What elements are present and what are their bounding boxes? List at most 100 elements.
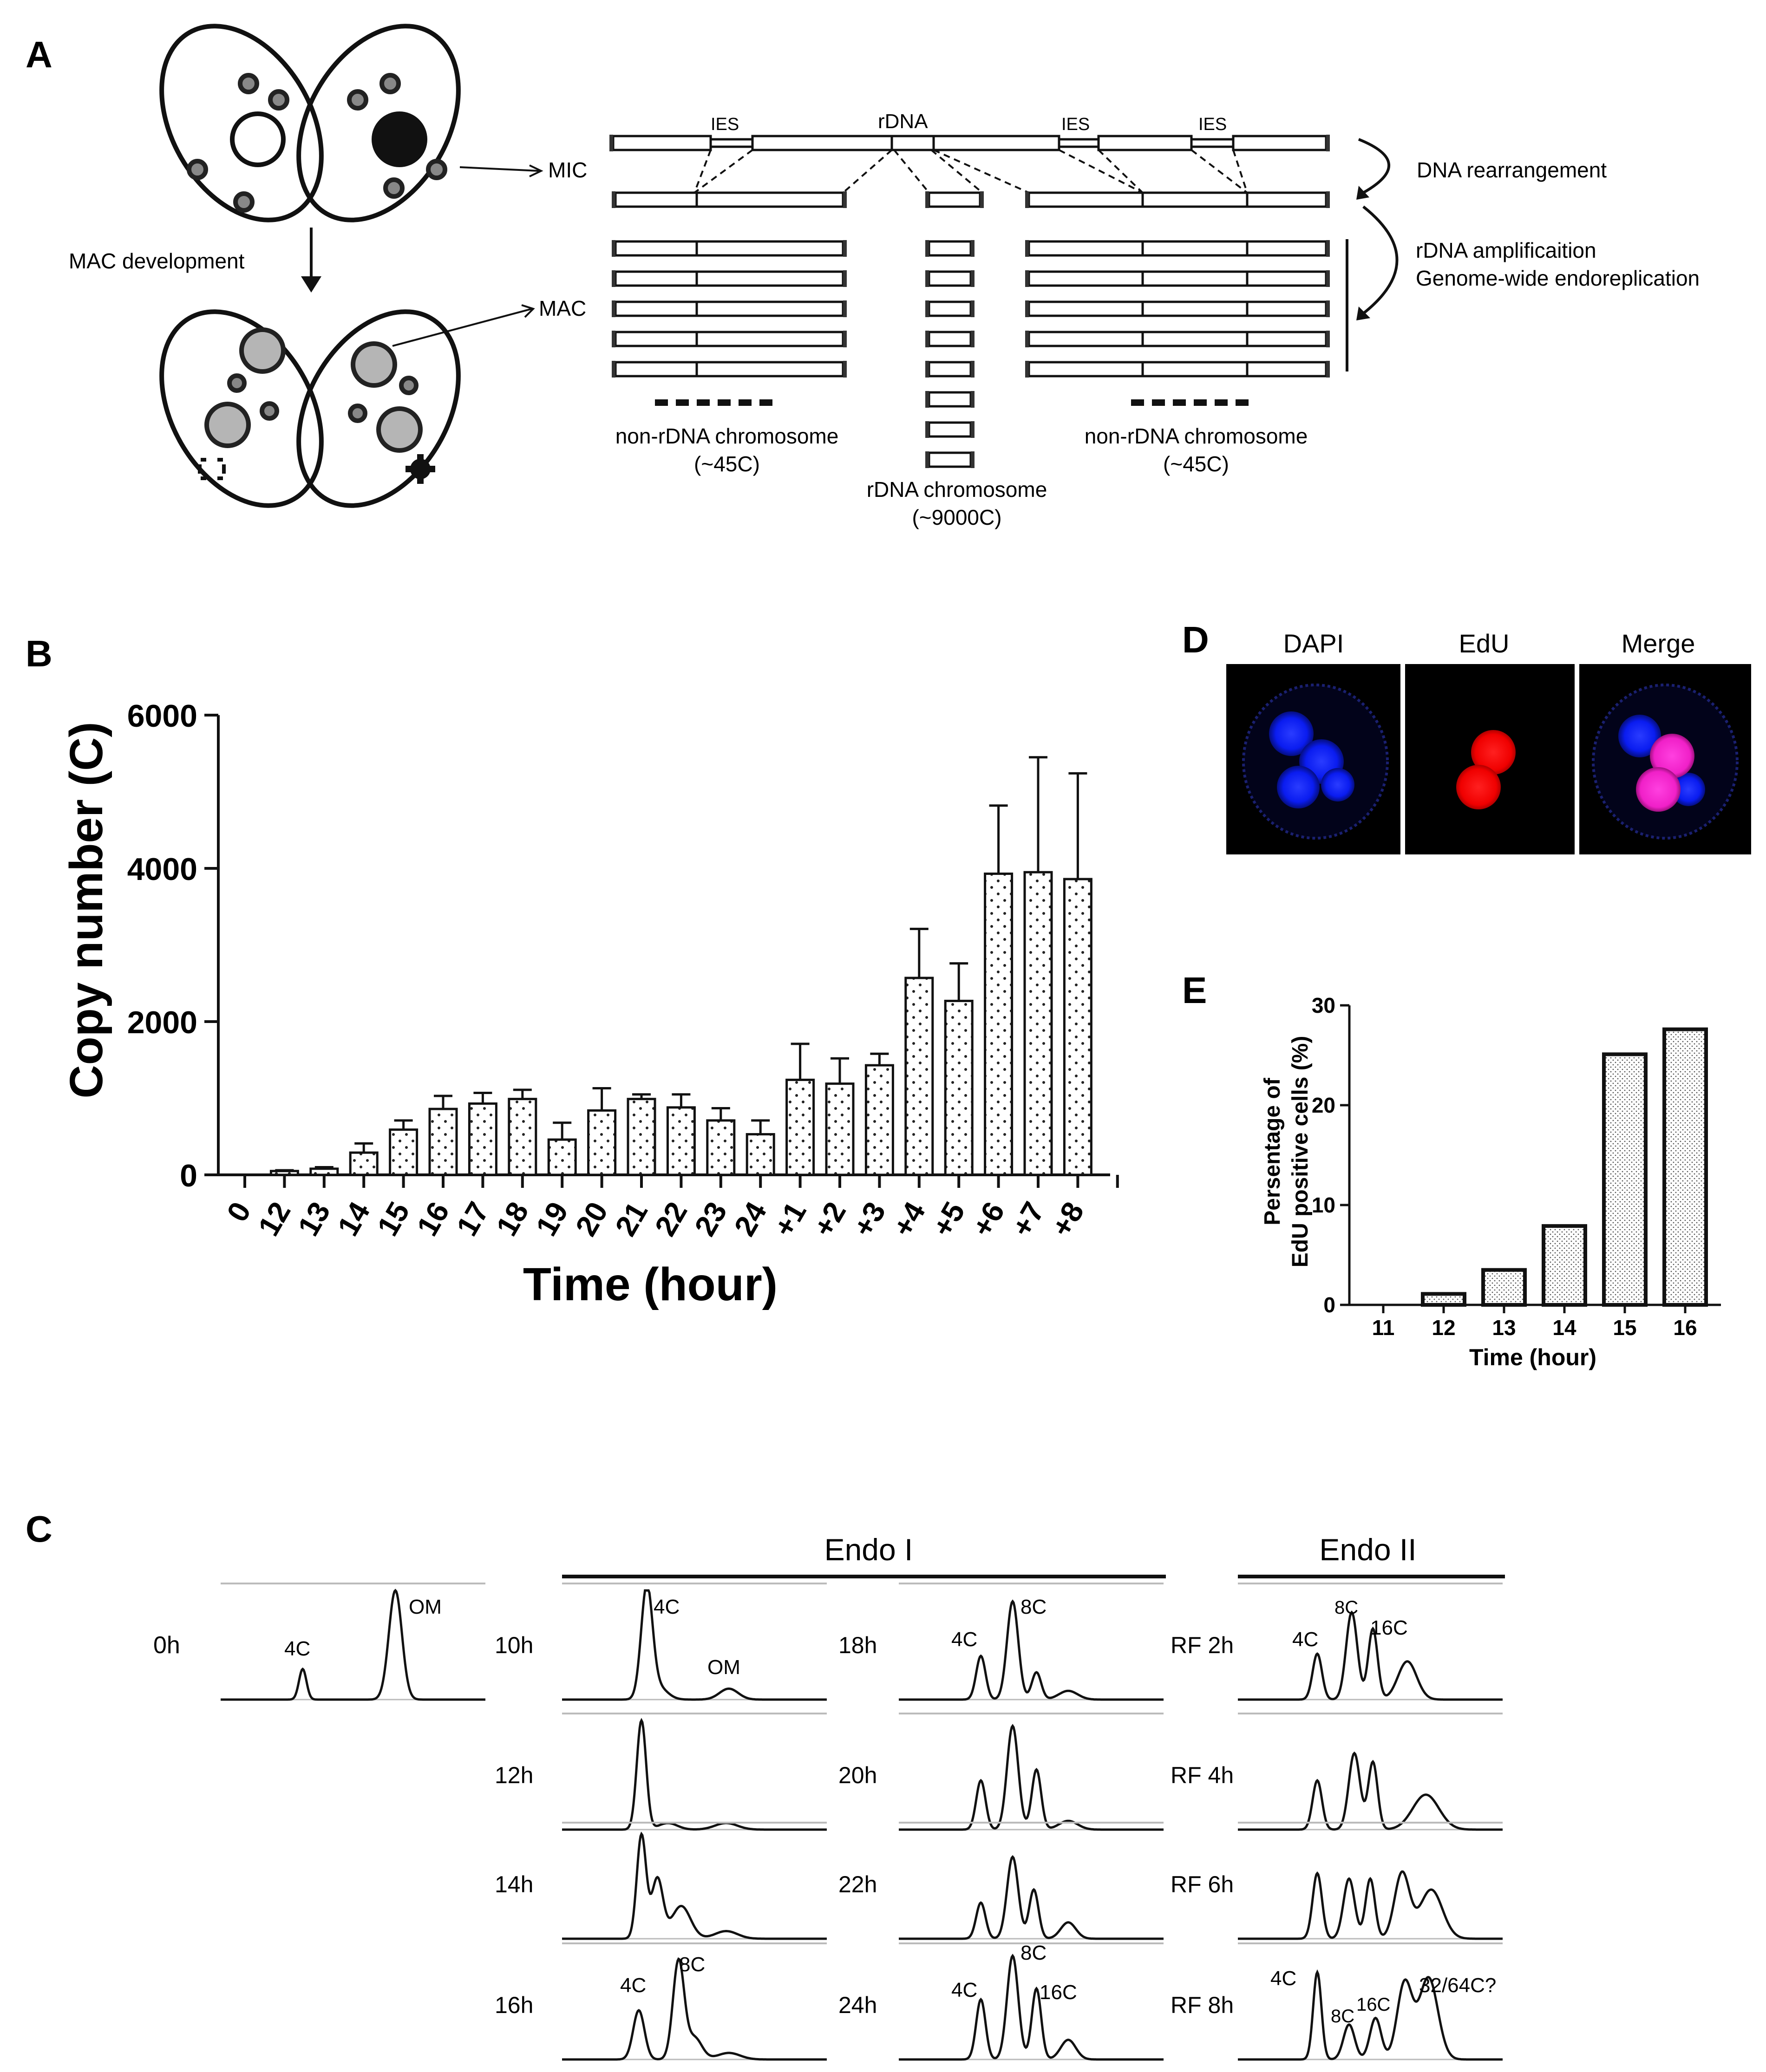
panel-d: D DAPI EdU Merge xyxy=(1182,619,1751,854)
histogram-0h xyxy=(221,1589,485,1701)
mac-nucleus-filled xyxy=(372,111,427,167)
edu-title: EdU xyxy=(1459,629,1510,658)
e-bar xyxy=(1481,1268,1527,1307)
mic-pointer xyxy=(459,166,539,172)
edu-image xyxy=(1400,664,1575,854)
ellipsis-dashes xyxy=(655,399,1249,406)
time-label-rf4: RF 4h xyxy=(1171,1762,1234,1788)
e-x-tick-label: 15 xyxy=(1613,1316,1636,1340)
non-rdna-label-left: non-rDNA chromosome xyxy=(615,424,839,448)
mac-pointer xyxy=(392,308,532,347)
rearrangement-connectors xyxy=(693,149,1248,194)
b-x-tick-label: +6 xyxy=(965,1196,1011,1242)
bottom-cell-pair xyxy=(159,309,461,508)
mac-label: MAC xyxy=(539,296,586,320)
b-bar xyxy=(508,1098,537,1176)
histogram-rf2 xyxy=(1238,1610,1503,1701)
histogram-t16 xyxy=(562,1957,827,2061)
panel-d-label: D xyxy=(1182,619,1209,660)
copy-45c-right: (~45C) xyxy=(1163,452,1229,476)
e-y-axis-title-line1: Persentage of xyxy=(1260,1077,1285,1225)
e-x-tick-label: 12 xyxy=(1432,1316,1455,1340)
peak-label-om: OM xyxy=(707,1656,740,1679)
panel-c-label: C xyxy=(26,1508,52,1550)
peak-label-8c: 8C xyxy=(1334,1597,1358,1618)
time-label-rf6: RF 6h xyxy=(1171,1871,1234,1897)
endo-2-label: Endo II xyxy=(1319,1532,1416,1567)
peak-label-4c: 4C xyxy=(1292,1628,1318,1651)
rdna-chromosome-label: rDNA chromosome xyxy=(867,477,1047,502)
dna-rearrangement-label: DNA rearrangement xyxy=(1417,158,1607,182)
time-label-t24: 24h xyxy=(838,1992,877,2018)
peak-label-8c: 8C xyxy=(1331,2006,1354,2026)
time-label-t10: 10h xyxy=(495,1632,533,1658)
time-label-t16: 16h xyxy=(495,1992,533,2018)
time-label-rf2: RF 2h xyxy=(1171,1632,1234,1658)
b-bar xyxy=(547,1138,577,1176)
e-bar xyxy=(1421,1292,1466,1307)
peak-label-32-64c: 32/64C? xyxy=(1419,1974,1496,1997)
b-bar xyxy=(944,999,974,1176)
merge-image xyxy=(1575,664,1751,854)
b-y-tick-label: 2000 xyxy=(127,1005,197,1040)
b-bar xyxy=(706,1119,736,1176)
cell-right xyxy=(296,24,461,222)
b-bar xyxy=(428,1108,458,1176)
peak-label-16c: 16C xyxy=(1040,1981,1077,2004)
degrading-nucleus-right xyxy=(406,454,435,484)
e-bar xyxy=(1602,1052,1648,1307)
mic-nuclei-top xyxy=(187,73,447,213)
time-label-t22: 22h xyxy=(838,1871,877,1897)
time-label-t18: 18h xyxy=(838,1632,877,1658)
e-x-tick-label: 13 xyxy=(1492,1316,1516,1340)
b-bar xyxy=(587,1109,617,1176)
rearrangement-arrow xyxy=(1358,138,1391,194)
non-rdna-label-right: non-rDNA chromosome xyxy=(1085,424,1308,448)
endoreplication-label: Genome-wide endoreplication xyxy=(1416,266,1700,290)
b-x-tick-label: 21 xyxy=(608,1196,654,1242)
b-bar xyxy=(666,1106,696,1176)
e-x-tick-label: 16 xyxy=(1673,1316,1697,1340)
mac-nucleus-open xyxy=(230,111,286,167)
histogram-t14 xyxy=(562,1831,827,1940)
b-x-axis-title: Time (hour) xyxy=(523,1258,778,1310)
b-x-tick-label: 18 xyxy=(490,1196,535,1242)
panel-a: A MIC MAC development xyxy=(26,24,1700,529)
e-y-tick-label: 30 xyxy=(1312,993,1335,1017)
ies-label-3: IES xyxy=(1198,115,1227,134)
top-cell-pair xyxy=(159,24,461,222)
b-x-tick-label: 20 xyxy=(569,1196,615,1242)
peak-label-4c: 4C xyxy=(1270,1967,1296,1990)
dapi-image xyxy=(1226,664,1400,854)
histogram-rf8 xyxy=(1238,1969,1503,2061)
b-x-tick-label: +1 xyxy=(767,1196,813,1242)
ies-label-1: IES xyxy=(711,115,739,134)
peak-label-om: OM xyxy=(409,1596,442,1618)
histogram-rf6 xyxy=(1238,1870,1503,1940)
b-x-tick-label: 22 xyxy=(648,1196,694,1242)
b-x-tick-label: 13 xyxy=(291,1196,337,1242)
mac-development-label: MAC development xyxy=(69,249,245,273)
time-label-0h: 0h xyxy=(153,1632,180,1659)
panel-b-label: B xyxy=(26,633,52,674)
peak-label-4c: 4C xyxy=(654,1596,680,1618)
panel-b: B 02000400060000121314151617181920212223… xyxy=(26,633,1119,1310)
e-y-axis-title-line2: EdU positive cells (%) xyxy=(1288,1036,1313,1268)
b-x-tick-label: 19 xyxy=(529,1196,575,1242)
rdna-amplification-label: rDNA amplificaition xyxy=(1416,238,1596,262)
b-y-axis-title: Copy number (C) xyxy=(60,722,112,1098)
histogram-t24 xyxy=(899,1954,1164,2061)
peak-label-4c: 4C xyxy=(620,1974,646,1997)
developing-macs xyxy=(204,327,423,453)
b-x-tick-label: 0 xyxy=(220,1196,257,1227)
e-y-tick-label: 20 xyxy=(1312,1093,1335,1117)
mic-chromosome xyxy=(612,135,1328,151)
b-x-tick-label: 14 xyxy=(331,1196,376,1242)
peak-label-16c: 16C xyxy=(1356,1994,1390,2015)
b-bar xyxy=(785,1078,815,1176)
b-x-tick-label: +4 xyxy=(886,1196,932,1243)
peak-label-4c: 4C xyxy=(951,1628,977,1651)
b-bar xyxy=(389,1128,419,1176)
